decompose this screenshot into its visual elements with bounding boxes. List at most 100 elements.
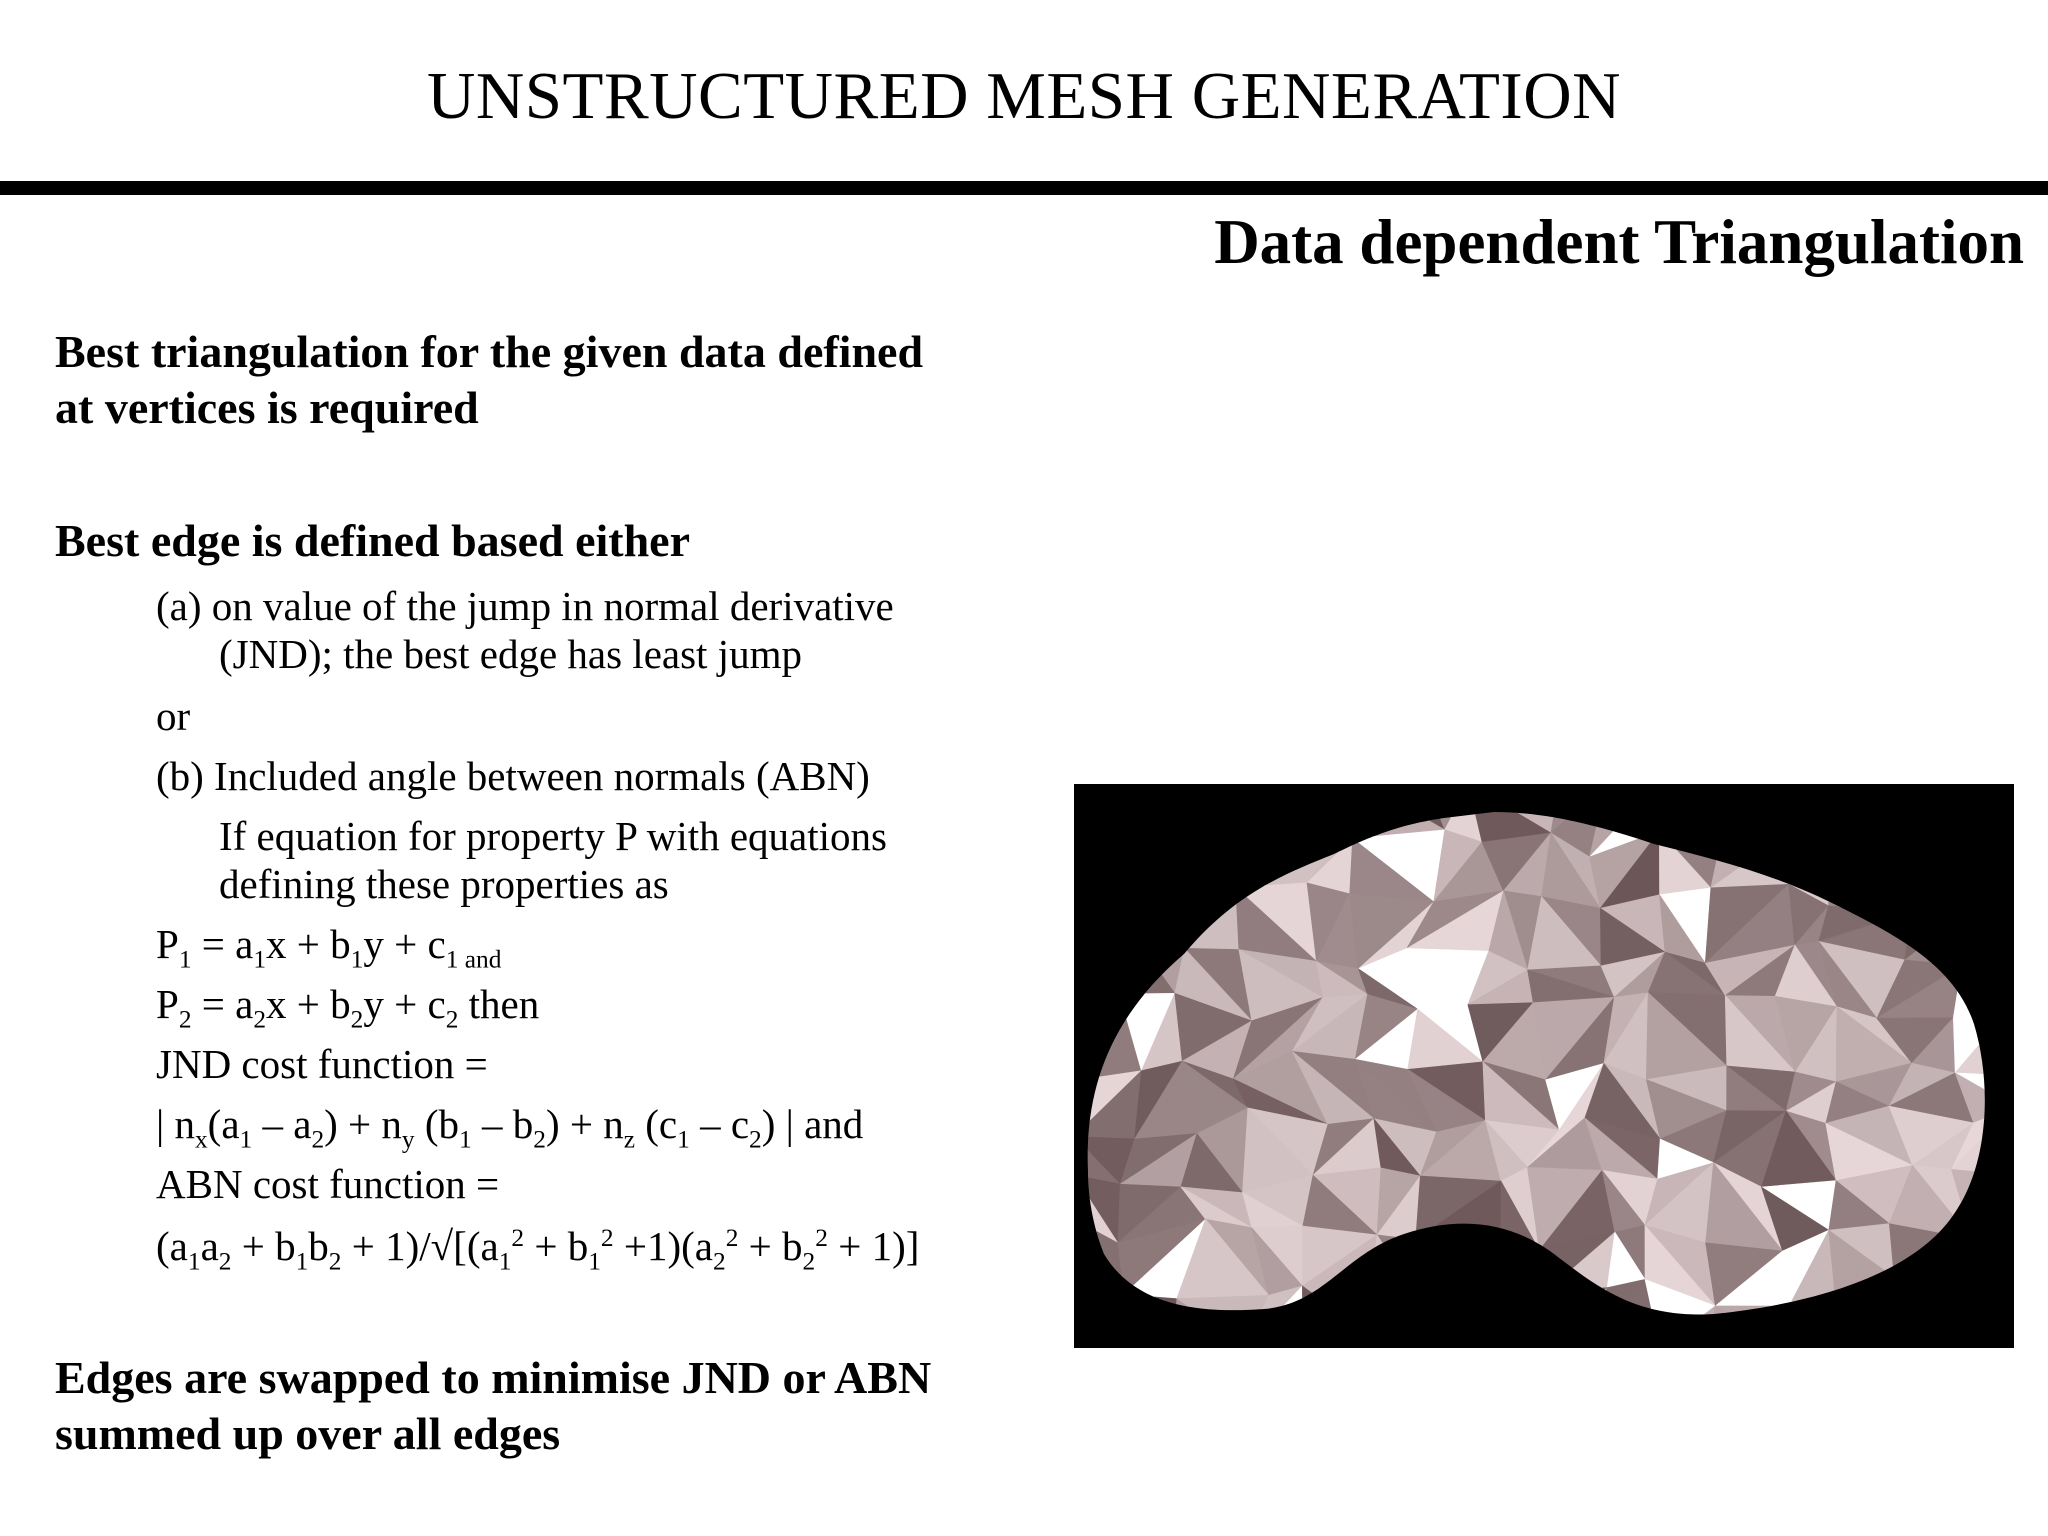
mesh-triangle [1955,1285,1985,1315]
mesh-triangle [1893,1277,1972,1315]
mesh-triangle [1087,936,1136,1022]
option-b-line-2: If equation for property P with equation… [219,813,887,859]
mesh-triangle [1961,943,1985,1005]
mesh-triangle [1175,1294,1270,1315]
abn-label: ABN cost function = [156,1161,500,1207]
mesh-graphic [1087,812,1985,1315]
mesh-triangle [1183,886,1240,950]
mesh-triangle [1954,812,1985,841]
point-3-line-2: summed up over all edges [55,1408,561,1459]
triangulated-mesh-image [1074,784,2014,1348]
mesh-triangle [1969,1244,1985,1287]
point-1-line-1: Best triangulation for the given data de… [55,326,924,377]
mesh-triangle [1788,1303,1837,1315]
mesh-triangle [1970,1282,1985,1315]
mesh-triangle [1951,1169,1985,1240]
mesh-triangle [1843,812,1880,856]
option-b-line-1: (b) Included angle between normals (ABN) [156,753,870,799]
mesh-triangle [1721,812,1791,851]
mesh-triangle [1087,812,1141,830]
mesh-triangle [1944,853,1985,910]
mesh-triangle [1119,936,1176,995]
mesh-triangle [1944,812,1985,854]
mesh-triangle [1302,1285,1388,1315]
option-b-line-3: defining these properties as [219,861,669,907]
mesh-triangle [1544,1287,1608,1315]
mesh-triangle [1954,1072,1985,1124]
mesh-triangle [1828,834,1912,914]
mesh-triangle [1764,834,1833,885]
mesh-triangle [1952,965,1985,1019]
mesh-triangle [1764,812,1845,850]
mesh-triangle [1136,893,1203,949]
mesh-triangle [1889,1223,1974,1278]
point-3-line-1: Edges are swapped to minimise JND or ABN [55,1352,932,1403]
mesh-triangle [1971,904,1985,945]
mesh-triangle [1136,839,1203,903]
mesh-triangle [1831,835,1912,913]
mesh-triangle [1087,887,1138,959]
mesh-triangle [1369,1293,1440,1315]
mesh-triangle [1438,1299,1499,1315]
equation-p1: P1 = a1x + b1y + c1 and [156,921,502,974]
mesh-triangle [1193,812,1238,826]
mesh-triangle [1878,854,1974,914]
mesh-triangle [1132,812,1195,830]
mesh-triangle [1122,1293,1175,1315]
mesh-triangle [1234,812,1328,858]
mesh-triangle [1544,1287,1608,1315]
mesh-triangle [1369,1287,1440,1315]
title-divider [0,181,2048,195]
mesh-triangle [1467,812,1560,834]
mesh-triangle [1087,993,1142,1082]
mesh-triangle [1134,892,1186,949]
mesh-triangle [1087,936,1136,1022]
mesh-triangle [1201,824,1238,903]
section-subtitle: Data dependent Triangulation [1214,207,2024,277]
mesh-triangle [1193,824,1238,904]
mesh-triangle [1944,839,1985,906]
mesh-triangle [1243,1285,1304,1315]
mesh-triangle [1123,1294,1178,1315]
mesh-triangle [1764,812,1845,851]
mesh-triangle [1411,1239,1502,1289]
equation-p2: P2 = a2x + b2y + c2 then [156,981,540,1034]
mesh-triangle [1658,812,1723,835]
mesh-triangle [1087,892,1138,959]
mesh-triangle [1706,1305,1780,1315]
mesh-triangle [1714,1305,1790,1315]
point-2-heading: Best edge is defined based either [55,515,691,566]
mesh-triangle [1878,853,1974,910]
abn-formula: (a1a2 + b1b2 + 1)/√[(a12 + b12 +1)(a22 +… [156,1223,920,1276]
mesh-triangle [1087,828,1140,895]
mesh-triangle [1711,812,1792,836]
mesh-triangle [1087,1293,1125,1315]
mesh-triangle [1885,1276,1957,1315]
mesh-triangle [1302,1225,1378,1287]
mesh-triangle [1138,812,1195,841]
mesh-triangle [1777,1305,1831,1315]
mesh-triangle [1467,812,1552,843]
option-a-line-1: (a) on value of the jump in normal deriv… [156,583,894,629]
mesh-triangle [1193,812,1238,841]
mesh-triangle [1971,1174,1985,1246]
mesh-triangle [1410,1287,1500,1315]
mesh-triangle [1499,1250,1546,1294]
mesh-triangle [1369,1234,1412,1295]
jnd-label: JND cost function = [156,1041,488,1087]
page-title: UNSTRUCTURED MESH GENERATION [427,59,1621,133]
mesh-triangle [1961,908,1985,967]
mesh-triangle [1879,812,1946,856]
mesh-triangle [1087,1294,1125,1315]
option-a-line-2: (JND); the best edge has least jump [219,631,802,677]
or-text: or [156,693,191,739]
mesh-triangle [1878,812,1956,855]
mesh-triangle [1657,812,1713,832]
mesh-triangle [1136,828,1195,895]
mesh-triangle [1489,1292,1546,1315]
mesh-triangle [1087,830,1138,894]
mesh-triangle [1831,812,1881,856]
point-1-line-2: at vertices is required [55,382,479,433]
jnd-formula: | nx(a1 – a2) + ny (b1 – b2) + nz (c1 – … [156,1101,864,1154]
mesh-triangle [1087,812,1141,832]
